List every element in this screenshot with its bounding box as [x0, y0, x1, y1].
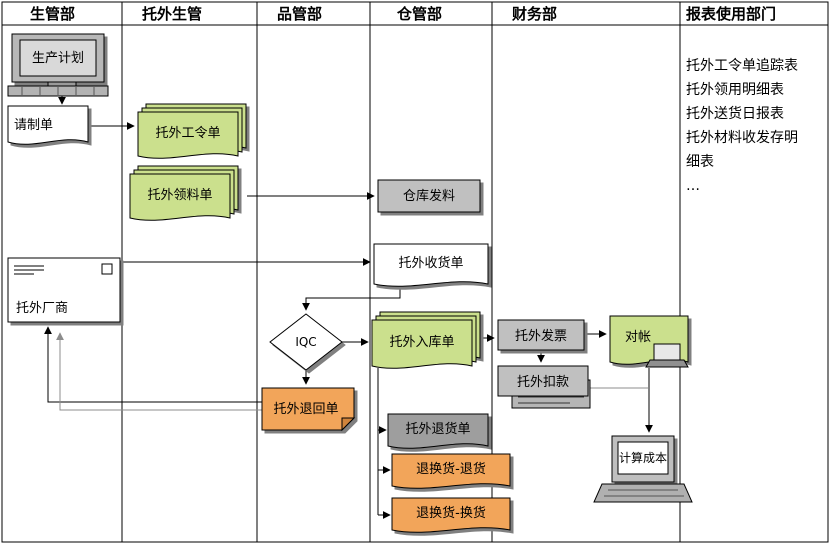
- monitor-stand: [47, 81, 77, 87]
- note-fold: [341, 417, 356, 432]
- material-requisition-documents: 托外领料单: [129, 165, 239, 221]
- iqc-decision-diamond: IQC: [269, 313, 343, 371]
- exchange-replace-document: 退换货-换货: [391, 497, 511, 533]
- putaway-note-documents: 托外入库单: [371, 311, 481, 369]
- lane-headers: 生管部 托外生管 品管部 仓管部 财务部 报表使用部门: [30, 5, 776, 23]
- lane-header-quality: 品管部: [277, 5, 322, 23]
- reconciliation-document: 对帐: [609, 315, 689, 368]
- report-item: 托外送货日报表: [686, 105, 784, 122]
- entity-corner-square: [101, 263, 113, 275]
- reconciliation-label: 对帐: [625, 330, 651, 345]
- exchange-return-document: 退换货-退货: [391, 453, 511, 489]
- return-goods-label: 托外退货单: [405, 421, 470, 437]
- arrow-return-to-vendor: [44, 326, 262, 403]
- invoice-box: 托外发票: [497, 319, 585, 351]
- decision-shape: [269, 313, 343, 371]
- document-shape: [391, 453, 511, 489]
- document-shape: [129, 173, 231, 221]
- report-item: 托外材料收发存明: [686, 130, 798, 146]
- exchange-replace-label: 退换货-换货: [416, 505, 486, 521]
- receiving-note-document: 托外收货单: [373, 243, 489, 287]
- lane-header-reports: 报表使用部门: [686, 5, 776, 23]
- material-requisition-label: 托外领料单: [147, 188, 212, 203]
- work-order-label: 托外工令单: [155, 126, 220, 141]
- return-note-label: 托外退回单: [273, 402, 338, 417]
- invoice-label: 托外发票: [515, 328, 567, 344]
- request-form-label: 请制单: [14, 118, 53, 133]
- laptop-base: [645, 359, 689, 368]
- document-shape: [7, 105, 89, 145]
- lane-header-production: 生管部: [30, 5, 75, 23]
- monitor-screen: [19, 39, 97, 77]
- laptop-screen: [617, 441, 669, 475]
- laptop-keyboard: [593, 483, 693, 503]
- vendor-entity: 托外厂商: [7, 257, 121, 323]
- arrow-return-to-vendor-gray: [56, 332, 262, 411]
- document-shape: [137, 111, 239, 159]
- laptop-screen: [653, 343, 681, 361]
- report-item: 托外领用明细表: [686, 82, 784, 98]
- document-shape: [391, 497, 511, 533]
- warehouse-issue-box: 仓库发料: [377, 179, 481, 213]
- lane-header-finance: 财务部: [512, 5, 557, 23]
- deduction-box: 托外扣款: [497, 365, 589, 397]
- exchange-return-label: 退换货-退货: [416, 461, 486, 477]
- request-form-document: 请制单: [7, 105, 89, 145]
- laptop-icon: [645, 343, 689, 368]
- return-note-document: 托外退回单: [261, 387, 356, 432]
- lane-header-warehouse: 仓管部: [396, 5, 442, 23]
- deduction-label: 托外扣款: [517, 375, 569, 390]
- cost-calculation-laptop: 计算成本: [593, 435, 693, 503]
- document-shape: [387, 413, 489, 449]
- cost-calculation-label: 计算成本: [619, 450, 667, 465]
- receiving-note-label: 托外收货单: [398, 255, 463, 271]
- report-item: 托外工令单追踪表: [686, 58, 798, 74]
- process-box: [377, 179, 481, 213]
- connectors: [44, 96, 653, 519]
- arrow-receiving-to-iqc: [302, 284, 401, 311]
- desktop-computer-icon: 生产计划: [7, 33, 109, 97]
- putaway-note-label: 托外入库单: [389, 334, 454, 350]
- entity-box: [7, 257, 121, 323]
- document-shape: [371, 319, 473, 369]
- process-box: [497, 319, 585, 351]
- report-item: …: [686, 178, 700, 194]
- report-item: 细表: [686, 154, 714, 170]
- return-goods-document: 托外退货单: [387, 413, 489, 449]
- vendor-label: 托外厂商: [16, 301, 68, 316]
- report-list: 托外工令单追踪表 托外领用明细表 托外送货日报表 托外材料收发存明 细表 …: [686, 58, 798, 194]
- production-plan-label: 生产计划: [32, 51, 84, 66]
- process-box: [497, 365, 589, 397]
- warehouse-issue-label: 仓库发料: [403, 188, 455, 204]
- work-order-documents: 托外工令单: [137, 103, 247, 159]
- lane-header-outsourcing: 托外生管: [142, 5, 202, 23]
- document-shape: [373, 243, 489, 287]
- iqc-label: IQC: [295, 335, 316, 349]
